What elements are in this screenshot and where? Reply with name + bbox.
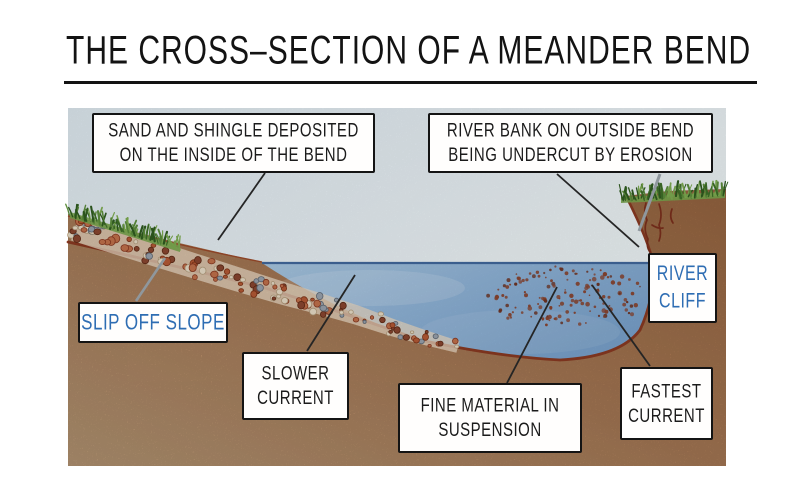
label-line: SAND AND SHINGLE DEPOSITED: [108, 119, 359, 142]
label-line: CURRENT: [257, 387, 334, 410]
label-slower-current: SLOWER CURRENT: [242, 352, 349, 420]
label-line: ON THE INSIDE OF THE BEND: [119, 144, 348, 167]
label-line: CLIFF: [659, 290, 706, 313]
label-line: FASTEST: [631, 380, 702, 403]
label-river-cliff: RIVER CLIFF: [648, 253, 717, 323]
label-line: SUSPENSION: [438, 419, 542, 442]
label-line: CURRENT: [628, 404, 705, 427]
label-line: SLOWER: [261, 362, 330, 385]
label-line: RIVER BANK ON OUTSIDE BEND: [446, 119, 695, 142]
label-line: SLIP OFF SLOPE: [81, 309, 225, 335]
leader-lines-group: [134, 172, 662, 384]
label-line: BEING UNDERCUT BY EROSION: [448, 144, 693, 167]
label-line: RIVER: [656, 263, 709, 286]
label-river-bank-undercut: RIVER BANK ON OUTSIDE BEND BEING UNDERCU…: [428, 113, 713, 173]
label-fine-material: FINE MATERIAL IN SUSPENSION: [398, 383, 582, 453]
label-slip-off-slope: SLIP OFF SLOPE: [78, 302, 228, 343]
label-sand-and-shingle: SAND AND SHINGLE DEPOSITED ON THE INSIDE…: [92, 113, 375, 173]
page-title: THE CROSS–SECTION OF A MEANDER BEND: [66, 29, 752, 73]
label-line: FINE MATERIAL IN: [420, 394, 560, 417]
page-title-underline: THE CROSS–SECTION OF A MEANDER BEND: [64, 29, 758, 84]
label-fastest-current: FASTEST CURRENT: [620, 367, 713, 440]
